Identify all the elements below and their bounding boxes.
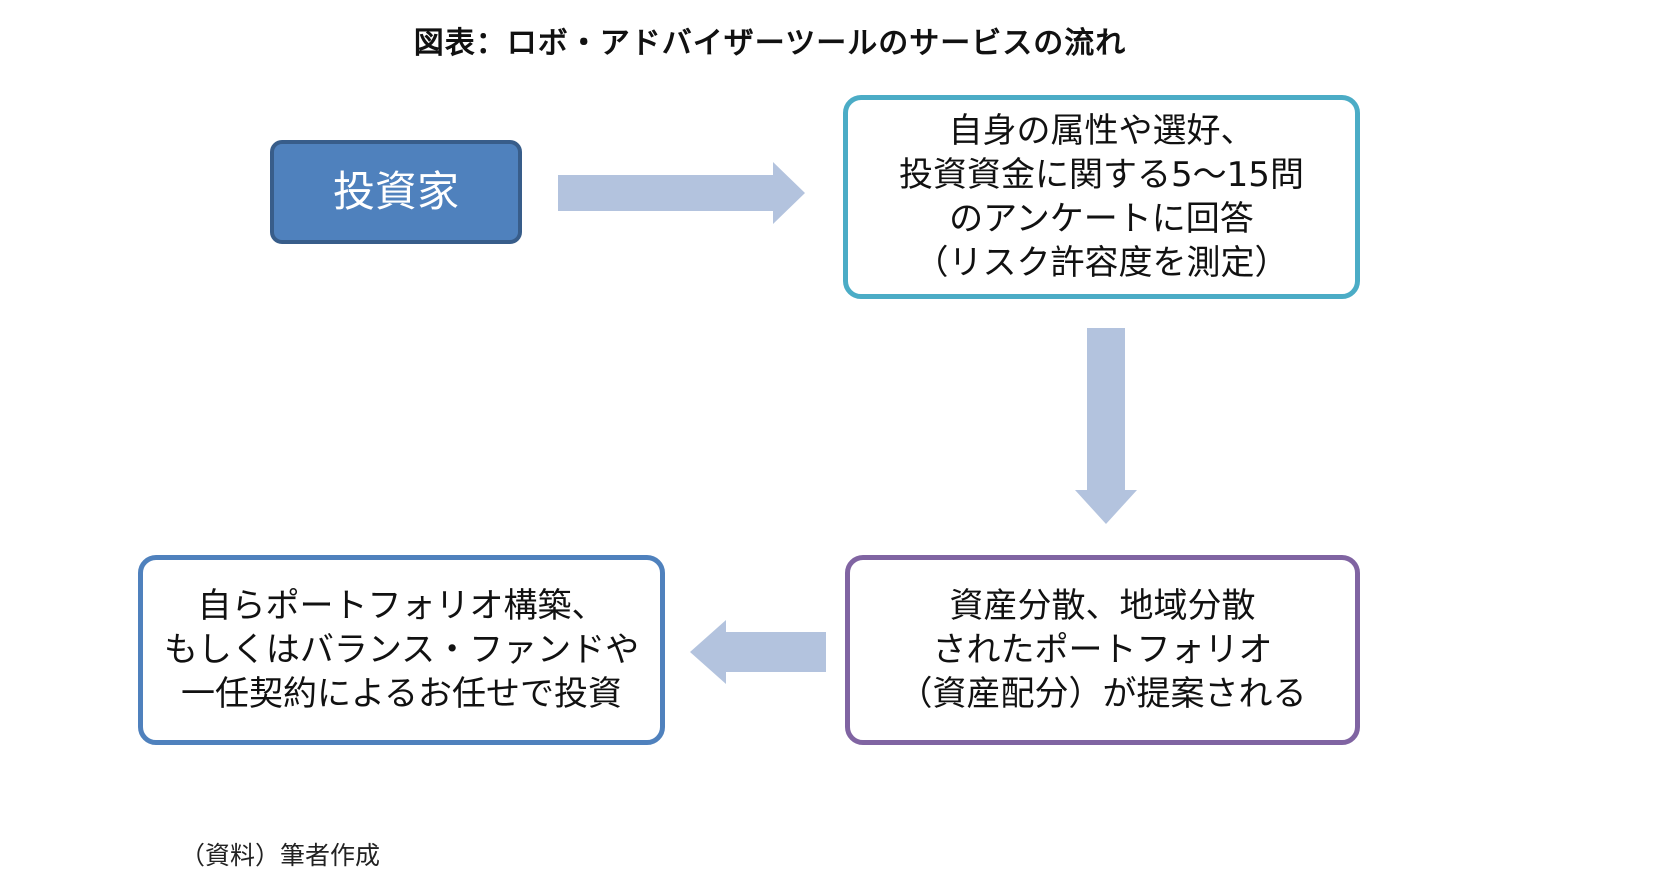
node-survey-line: 自身の属性や選好、 <box>948 111 1255 151</box>
node-portfolio-proposal: 資産分散、地域分散 されたポートフォリオ （資産配分）が提案される <box>845 555 1360 745</box>
diagram-title: 図表：ロボ・アドバイザーツールのサービスの流れ <box>413 26 1127 61</box>
node-investor-line: 投資家 <box>332 167 459 216</box>
node-investment: 自らポートフォリオ構築、 もしくはバランス・ファンドや 一任契約によるお任せで投… <box>138 555 665 745</box>
node-investment-line: 一任契約によるお任せで投資 <box>181 674 622 714</box>
node-survey-line: のアンケートに回答 <box>949 199 1254 239</box>
node-portfolio-line: されたポートフォリオ <box>932 630 1273 670</box>
source-note: （資料）筆者作成 <box>180 841 381 870</box>
node-survey: 自身の属性や選好、 投資資金に関する5～15問 のアンケートに回答 （リスク許容… <box>843 95 1360 299</box>
node-survey-line: （リスク許容度を測定） <box>914 243 1289 283</box>
arrow-down <box>1075 328 1137 524</box>
node-survey-line: 投資資金に関する5～15問 <box>899 155 1304 195</box>
node-investor: 投資家 <box>270 140 522 244</box>
node-portfolio-line: 資産分散、地域分散 <box>949 586 1256 626</box>
arrow-left <box>690 620 826 684</box>
node-investment-line: もしくはバランス・ファンドや <box>163 630 640 670</box>
arrow-right <box>558 162 805 224</box>
node-investment-line: 自らポートフォリオ構築、 <box>197 586 606 626</box>
node-portfolio-line: （資産配分）が提案される <box>898 674 1307 714</box>
